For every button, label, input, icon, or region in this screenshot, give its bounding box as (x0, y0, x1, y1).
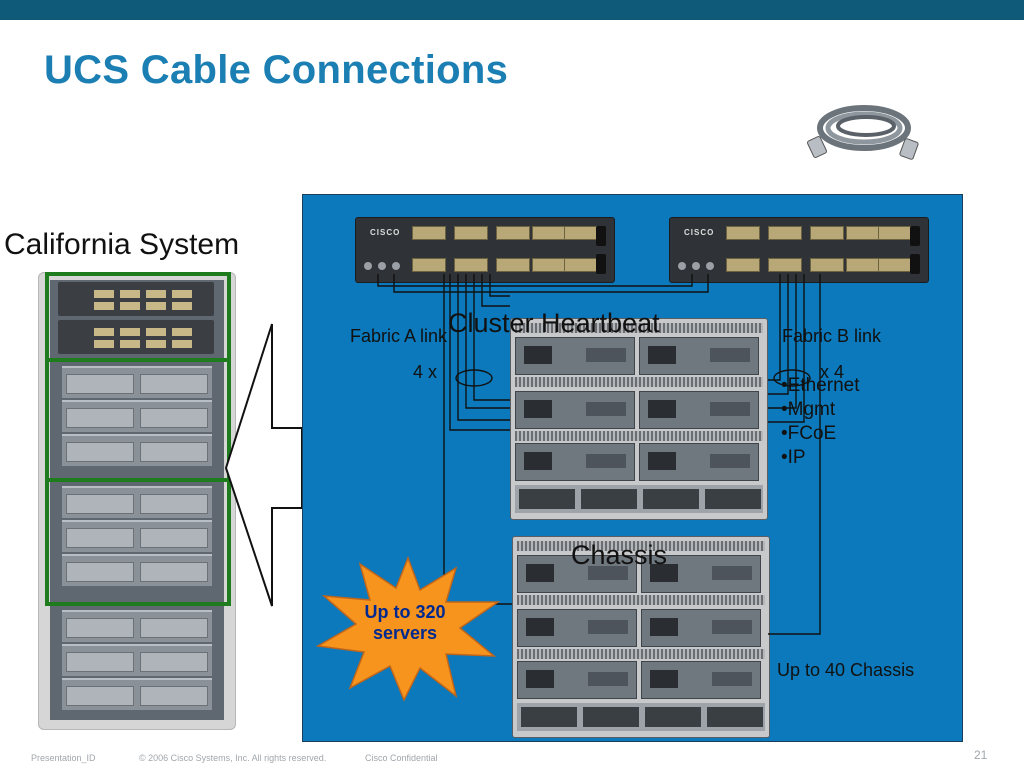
footer-confidential: Cisco Confidential (365, 753, 438, 763)
blade-chassis-top (510, 318, 768, 520)
callout-line-2: servers (372, 623, 438, 643)
rack-chassis (62, 366, 212, 398)
chassis-label: Chassis (571, 540, 668, 570)
slide-title: UCS Cable Connections (44, 48, 509, 92)
footer-presentation-id: Presentation_ID (31, 753, 96, 763)
rack-chassis (62, 678, 212, 710)
fabric-b-label: Fabric B link (782, 326, 882, 346)
rack-chassis (62, 554, 212, 586)
rack-chassis (62, 644, 212, 676)
rack-chassis (62, 434, 212, 466)
traffic-type-item: •Ethernet (781, 375, 860, 396)
traffic-type-item: •Mgmt (781, 399, 836, 420)
fabric-interconnect-b: CISCO (669, 217, 929, 283)
switch-logo: CISCO (370, 228, 401, 237)
page-number: 21 (974, 748, 988, 762)
starburst-icon (316, 556, 500, 702)
blade-chassis-bottom (512, 536, 770, 738)
highlight-box-chassis (45, 478, 231, 606)
system-label: California System (4, 228, 240, 261)
fabric-a-label: Fabric A link (350, 326, 448, 346)
traffic-type-list: •Ethernet •Mgmt •FCoE •IP (781, 374, 859, 470)
server-count-callout: Up to 320 servers (340, 602, 470, 644)
top-bar (0, 0, 1024, 20)
traffic-type-item: •IP (781, 447, 806, 468)
rack-chassis (62, 486, 212, 518)
rack-chassis (62, 520, 212, 552)
fabric-b-count: x 4 (820, 362, 845, 382)
traffic-type-item: •FCoE (781, 423, 837, 444)
footer-copyright: © 2006 Cisco Systems, Inc. All rights re… (139, 753, 327, 763)
rack-fabric-interconnect (58, 282, 214, 316)
rack-chassis (62, 610, 212, 642)
ethernet-cable-icon (807, 105, 919, 160)
chassis-count-label: Up to 40 Chassis (777, 660, 915, 680)
fabric-a-count: 4 x (413, 362, 438, 382)
switch-logo: CISCO (684, 228, 715, 237)
cluster-heartbeat-label: Cluster Heartbeat (448, 308, 660, 338)
rack-chassis (62, 400, 212, 432)
rack-fabric-interconnect (58, 320, 214, 354)
fabric-interconnect-a: CISCO (355, 217, 615, 283)
callout-line-1: Up to 320 (364, 602, 446, 622)
